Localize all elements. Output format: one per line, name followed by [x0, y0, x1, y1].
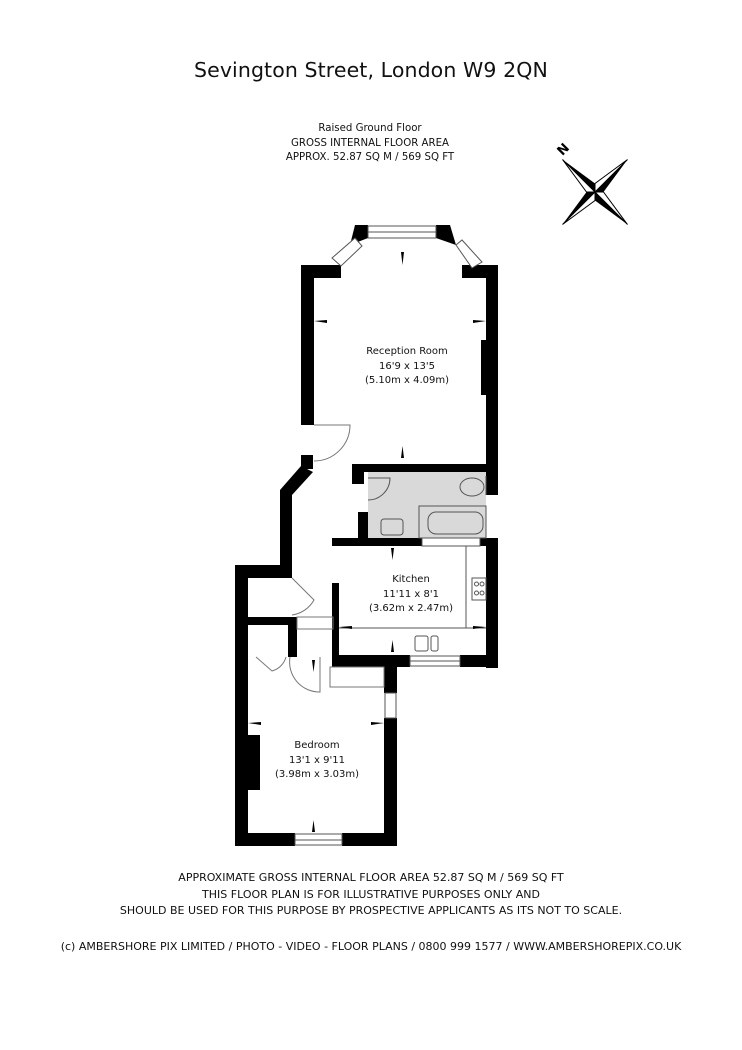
room-kitchen: Kitchen 11'11 x 8'1 (3.62m x 2.47m): [341, 573, 481, 617]
room-metric: (3.98m x 3.03m): [274, 769, 360, 780]
room-reception: Reception Room 16'9 x 13'5 (5.10m x 4.09…: [337, 345, 477, 389]
credit-line: (c) AMBERSHORE PIX LIMITED / PHOTO - VID…: [60, 940, 682, 953]
room-imperial: 16'9 x 13'5: [379, 360, 435, 372]
toilet-icon: [459, 477, 485, 497]
kitchen-fixtures: [339, 546, 487, 652]
room-imperial: 13'1 x 9'11: [289, 754, 345, 766]
room-imperial: 11'11 x 8'1: [383, 588, 439, 600]
floor-info: Raised Ground Floor GROSS INTERNAL FLOOR…: [220, 122, 520, 166]
area-heading: GROSS INTERNAL FLOOR AREA: [290, 137, 449, 149]
basin-icon: [380, 518, 404, 536]
page-title: Sevington Street, London W9 2QN: [194, 58, 548, 82]
room-name: Reception Room: [366, 346, 448, 357]
bath-icon: [427, 511, 484, 535]
floor-name: Raised Ground Floor: [318, 123, 422, 134]
north-arrow-icon: N: [555, 141, 628, 225]
area-value: APPROX. 52.87 SQ M / 569 SQ FT: [285, 152, 455, 163]
disclaimer: APPROXIMATE GROSS INTERNAL FLOOR AREA 52…: [0, 870, 742, 920]
measurement-arrows: [248, 252, 486, 832]
room-metric: (3.62m x 2.47m): [368, 603, 454, 614]
walls: [235, 225, 498, 846]
disclaimer-line: SHOULD BE USED FOR THIS PURPOSE BY PROSP…: [119, 904, 623, 917]
disclaimer-line: APPROXIMATE GROSS INTERNAL FLOOR AREA 52…: [178, 871, 564, 884]
room-name: Kitchen: [392, 574, 430, 585]
doors: [255, 424, 385, 693]
room-metric: (5.10m x 4.09m): [364, 375, 450, 386]
hob-icon: [471, 577, 487, 601]
bathroom-fixtures: [367, 476, 487, 539]
sink-icon: [414, 635, 429, 652]
disclaimer-line: THIS FLOOR PLAN IS FOR ILLUSTRATIVE PURP…: [202, 887, 540, 901]
bathroom-floor: [368, 472, 486, 538]
room-name: Bedroom: [294, 740, 340, 751]
room-bedroom: Bedroom 13'1 x 9'11 (3.98m x 3.03m): [247, 739, 387, 783]
